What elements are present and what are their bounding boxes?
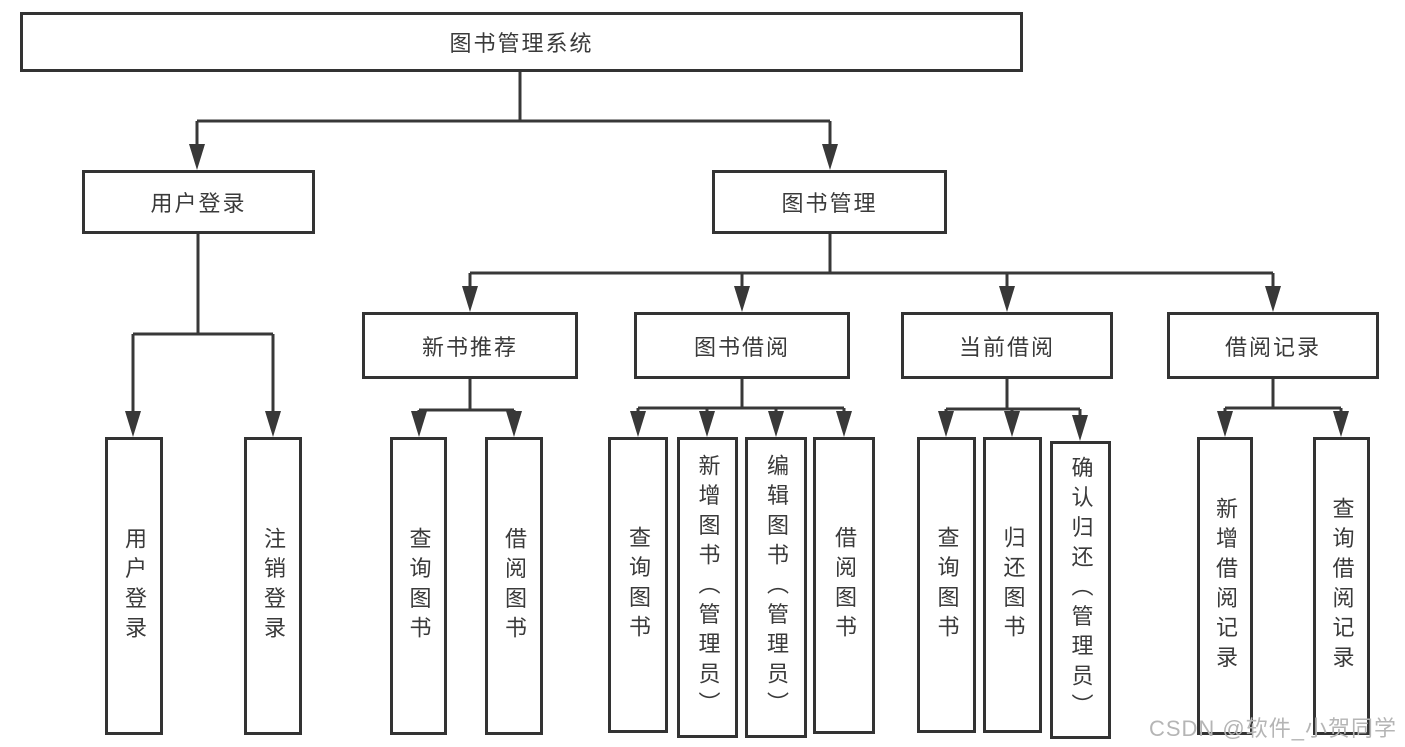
leaf-borrow-book-2: 借阅图书	[813, 437, 875, 734]
arrowhead	[699, 411, 715, 437]
leaf-confirm-return-admin-label: 确认归还（管理员）	[1068, 456, 1094, 724]
leaf-query-book-1-label: 查询图书	[406, 526, 432, 646]
arrowhead	[630, 411, 646, 437]
node-user-login-label: 用户登录	[150, 191, 247, 216]
node-current-borrow: 当前借阅	[901, 312, 1113, 379]
leaf-query-book-3: 查询图书	[917, 437, 976, 733]
arrowhead	[938, 411, 954, 437]
leaf-query-borrow-record: 查询借阅记录	[1313, 437, 1370, 735]
leaf-logout-label: 注销登录	[261, 526, 286, 646]
arrowhead	[822, 144, 838, 170]
leaf-confirm-return-admin: 确认归还（管理员）	[1050, 441, 1111, 739]
arrowhead	[1072, 415, 1088, 441]
node-borrow-record: 借阅记录	[1167, 312, 1379, 379]
leaf-query-book-1: 查询图书	[390, 437, 447, 735]
leaf-return-book-label: 归还图书	[1000, 525, 1026, 645]
arrowhead	[768, 411, 784, 437]
arrowhead	[1004, 411, 1020, 437]
node-book-borrow-label: 图书借阅	[693, 334, 790, 360]
node-root: 图书管理系统	[20, 12, 1023, 72]
leaf-return-book: 归还图书	[983, 437, 1042, 733]
leaf-borrow-book-1: 借阅图书	[485, 437, 543, 735]
arrowhead	[1217, 411, 1233, 437]
leaf-logout: 注销登录	[244, 437, 302, 735]
leaf-query-book-3-label: 查询图书	[934, 525, 960, 645]
arrowhead	[999, 286, 1015, 312]
node-book-management-label: 图书管理	[781, 191, 878, 216]
arrowhead	[411, 411, 427, 437]
leaf-add-borrow-record-label: 新增借阅记录	[1213, 496, 1238, 676]
connector-book-borrow-children	[636, 379, 846, 413]
leaf-query-borrow-record-label: 查询借阅记录	[1329, 496, 1355, 676]
leaf-edit-book-admin-label: 编辑图书（管理员）	[764, 453, 789, 722]
arrowhead	[125, 411, 141, 437]
arrowhead	[189, 144, 205, 170]
arrowhead	[265, 411, 281, 437]
leaf-edit-book-admin: 编辑图书（管理员）	[745, 437, 807, 738]
leaf-user-login: 用户登录	[105, 437, 163, 735]
node-borrow-record-label: 借阅记录	[1224, 334, 1321, 360]
node-book-borrow: 图书借阅	[634, 312, 850, 379]
leaf-add-borrow-record: 新增借阅记录	[1197, 437, 1253, 735]
connector-borrow-record-children	[1223, 379, 1343, 413]
node-new-book-recommend-label: 新书推荐	[421, 334, 518, 360]
watermark-text: CSDN @软件_小贺同学	[1148, 716, 1397, 741]
leaf-add-book-admin-label: 新增图书（管理员）	[695, 453, 721, 722]
arrowhead	[1333, 411, 1349, 437]
connector-new-book-recommend-children	[417, 379, 516, 413]
leaf-query-book-2: 查询图书	[608, 437, 668, 733]
arrowhead	[836, 411, 852, 437]
arrowhead	[506, 411, 522, 437]
leaf-query-book-2-label: 查询图书	[626, 525, 651, 645]
connector-user-login-children	[131, 234, 275, 413]
arrowhead	[462, 286, 478, 312]
node-current-borrow-label: 当前借阅	[958, 334, 1055, 360]
leaf-add-book-admin: 新增图书（管理员）	[677, 437, 738, 738]
leaf-user-login-label: 用户登录	[122, 526, 147, 646]
connector-root-to-level2	[195, 72, 832, 146]
node-new-book-recommend: 新书推荐	[362, 312, 578, 379]
node-root-label: 图书管理系统	[449, 31, 594, 56]
connector-book-management-children	[468, 234, 1275, 288]
node-user-login: 用户登录	[82, 170, 315, 234]
node-book-management: 图书管理	[712, 170, 947, 234]
leaf-borrow-book-2-label: 借阅图书	[832, 526, 857, 645]
leaf-borrow-book-1-label: 借阅图书	[502, 526, 527, 646]
arrowhead	[1265, 286, 1281, 312]
arrowhead	[734, 286, 750, 312]
